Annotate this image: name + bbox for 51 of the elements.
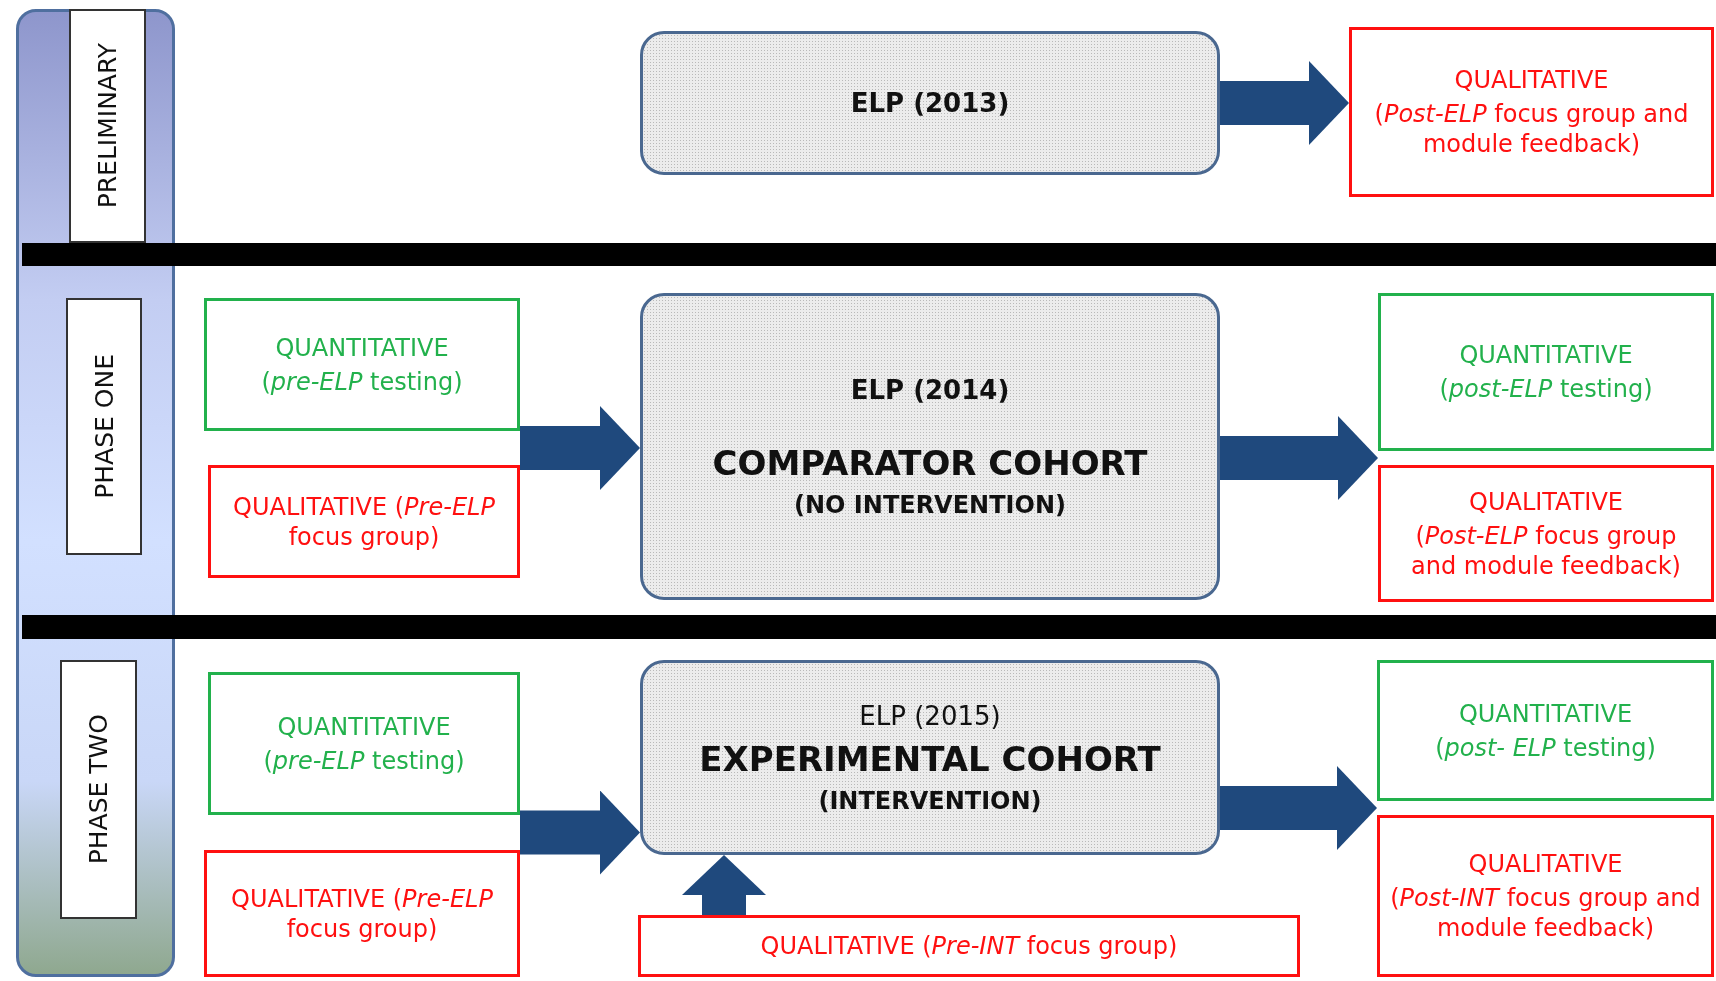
block-arrow	[1220, 416, 1378, 500]
box-text: QUALITATIVE (Pre-ELP focus group)	[232, 491, 496, 552]
box-text: (Post-ELP focus group and module feedback)	[1373, 99, 1690, 159]
divider-bar	[22, 615, 1716, 639]
box-text: (pre-ELP testing)	[261, 366, 463, 397]
block-arrow	[1220, 61, 1349, 145]
qualitative-box	[204, 850, 520, 977]
qualitative-box	[208, 465, 520, 578]
divider-bar	[22, 243, 1716, 266]
quantitative-box	[1377, 660, 1714, 801]
box-text: PRELIMINARY	[93, 43, 122, 209]
box-heading: QUALITATIVE	[1469, 486, 1623, 517]
program-box	[640, 660, 1220, 855]
box-text: ELP (2013)	[850, 88, 1010, 118]
quantitative-box	[204, 298, 520, 431]
box-heading: QUALITATIVE	[1468, 849, 1623, 879]
block-arrow	[682, 855, 766, 915]
block-arrow	[520, 790, 640, 875]
block-arrow	[520, 406, 640, 490]
box-text: EXPERIMENTAL COHORT	[699, 738, 1161, 779]
qualitative-box	[1349, 27, 1714, 197]
box-text: (Post-ELP focus group and module feedback)	[1410, 520, 1682, 581]
box-text: (pre-ELP testing)	[263, 745, 465, 776]
program-box	[640, 293, 1220, 600]
box-text: (NO INTERVENTION)	[794, 490, 1066, 519]
phase-label-box	[69, 9, 146, 243]
block-arrow	[1220, 766, 1377, 850]
box-heading: QUANTITATIVE	[1458, 698, 1633, 729]
box-heading: ELP (2015)	[859, 700, 1001, 731]
box-text: PHASE TWO	[84, 714, 113, 865]
quantitative-box	[208, 672, 520, 815]
box-text: COMPARATOR COHORT	[712, 442, 1148, 483]
qualitative-box	[1377, 815, 1714, 977]
box-heading: QUANTITATIVE	[277, 711, 451, 742]
box-text: (post- ELP testing)	[1435, 732, 1656, 763]
qualitative-box	[638, 915, 1300, 977]
box-text: QUALITATIVE (Pre-INT focus group)	[760, 931, 1178, 961]
box-heading: QUALITATIVE	[1454, 65, 1609, 95]
phase-label-box	[60, 660, 137, 919]
box-text: (post-ELP testing)	[1439, 374, 1653, 404]
box-heading: QUANTITATIVE	[1459, 340, 1633, 370]
phase-label-box	[66, 298, 142, 555]
program-box	[640, 31, 1220, 175]
box-text: PHASE ONE	[89, 354, 119, 499]
box-text: (INTERVENTION)	[818, 786, 1042, 815]
box-heading: QUANTITATIVE	[275, 332, 449, 363]
box-text: (Post-INT focus group and module feedback)	[1390, 883, 1701, 943]
box-heading: ELP (2014)	[850, 374, 1010, 405]
box-text: QUALITATIVE (Pre-ELP focus group)	[230, 883, 494, 944]
qualitative-box	[1378, 465, 1714, 602]
quantitative-box	[1378, 293, 1714, 451]
